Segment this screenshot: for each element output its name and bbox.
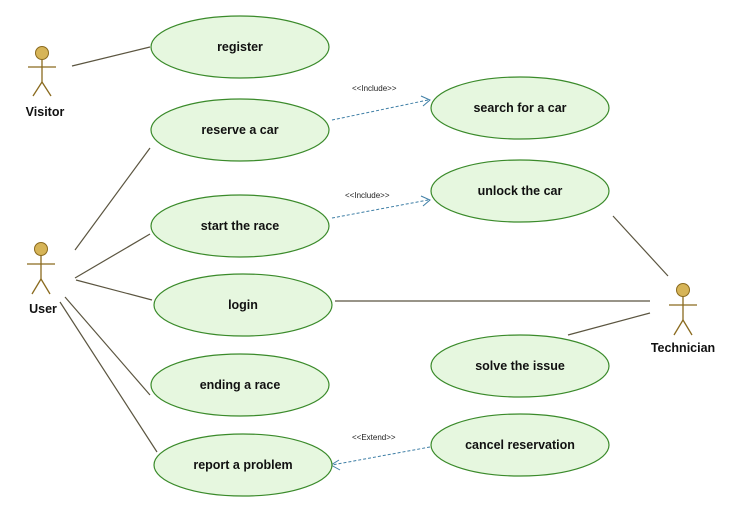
svg-text:login: login (228, 298, 258, 312)
include-line-2 (331, 199, 429, 219)
svg-text:unlock the car: unlock the car (478, 184, 563, 198)
extend-line-1 (331, 446, 431, 466)
svg-text:cancel reservation: cancel reservation (465, 438, 575, 452)
svg-text:solve the issue: solve the issue (475, 359, 565, 373)
assoc-user-report (59, 301, 158, 453)
include-arrowhead-1 (420, 95, 431, 107)
dependencies: <<Include>> <<Include>> <<Extend>> (330, 84, 431, 471)
extend-label-1: <<Extend>> (352, 433, 396, 442)
actor-label-technician: Technician (651, 341, 715, 355)
svg-text:register: register (217, 40, 263, 54)
svg-text:report a problem: report a problem (193, 458, 292, 472)
use-case-ending-race[interactable]: ending a race (150, 353, 330, 417)
svg-text:search for a car: search for a car (473, 101, 566, 115)
use-case-start-race[interactable]: start the race (150, 194, 330, 258)
include-line-1 (331, 99, 429, 121)
svg-text:start the race: start the race (201, 219, 280, 233)
include-label-1: <<Include>> (352, 84, 397, 93)
svg-text:ending a race: ending a race (200, 378, 281, 392)
use-case-unlock-car[interactable]: unlock the car (430, 159, 610, 223)
actor-label-user: User (29, 302, 57, 316)
use-case-cancel-reservation[interactable]: cancel reservation (430, 413, 610, 477)
stick-figure-icon (669, 283, 697, 336)
use-case-report-problem[interactable]: report a problem (153, 433, 333, 497)
use-case-register[interactable]: register (150, 15, 330, 79)
assoc-user-login (75, 279, 153, 301)
actor-technician[interactable]: Technician (651, 283, 715, 356)
actor-user[interactable]: User (27, 242, 57, 317)
use-case-solve-issue[interactable]: solve the issue (430, 334, 610, 398)
include-arrowhead-2 (420, 195, 431, 207)
use-case-search-car[interactable]: search for a car (430, 76, 610, 140)
assoc-user-start (74, 233, 151, 279)
use-case-login[interactable]: login (153, 273, 333, 337)
stick-figure-icon (27, 242, 55, 295)
assoc-user-ending (64, 296, 151, 396)
stick-figure-icon (28, 46, 56, 97)
associations (59, 46, 669, 453)
include-label-2: <<Include>> (345, 191, 390, 200)
assoc-user-reserve (74, 147, 151, 251)
actor-label-visitor: Visitor (26, 105, 65, 119)
assoc-technician-unlock (612, 215, 669, 277)
use-case-reserve-car[interactable]: reserve a car (150, 98, 330, 162)
assoc-technician-solve (567, 312, 651, 336)
assoc-visitor-register (71, 46, 151, 67)
actor-visitor[interactable]: Visitor (26, 46, 65, 120)
svg-text:reserve a car: reserve a car (201, 123, 278, 137)
